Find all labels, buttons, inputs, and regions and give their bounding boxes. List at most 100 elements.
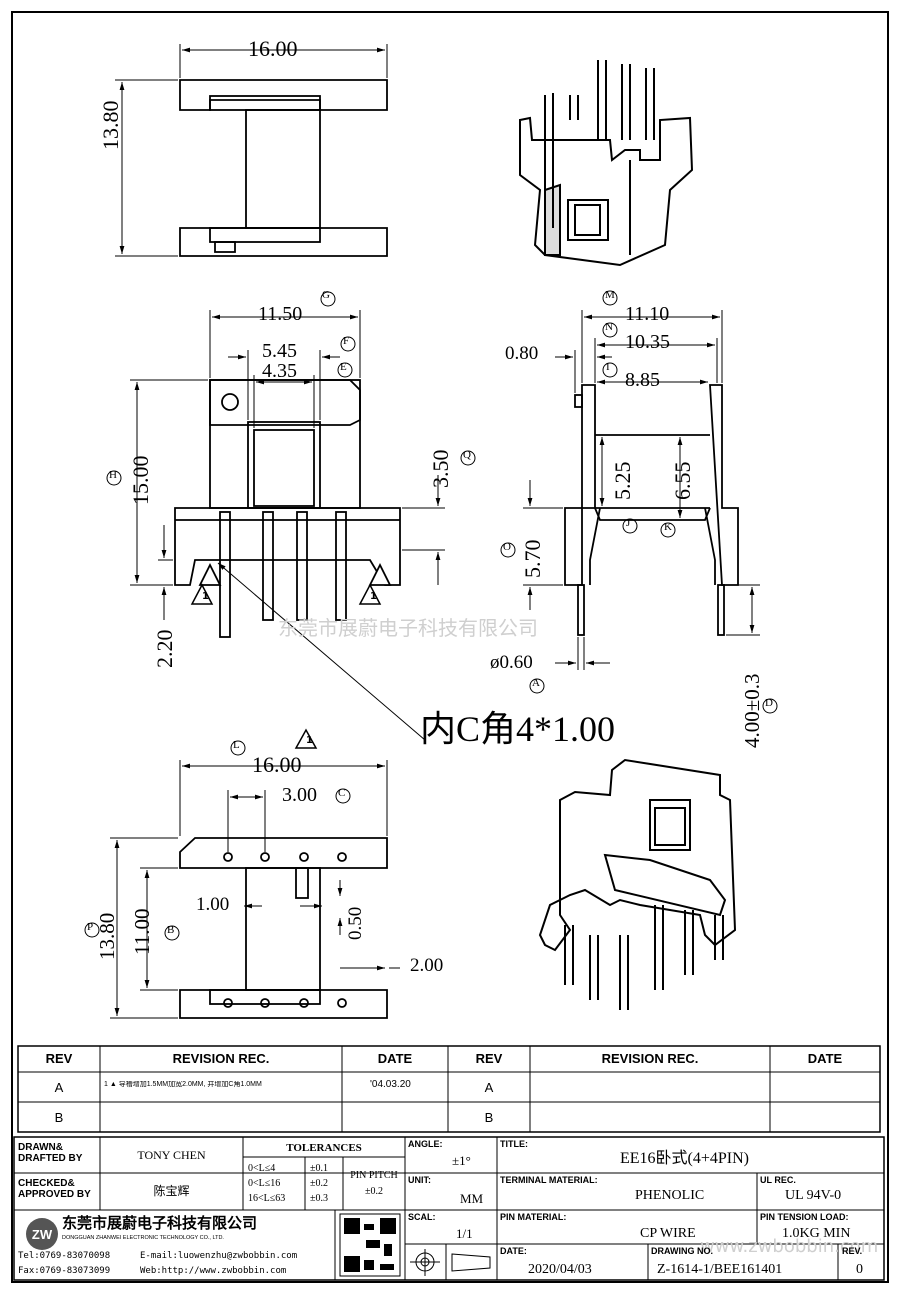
ul-rec-label: UL REC.: [760, 1175, 796, 1185]
company-name-cn: 东莞市展蔚电子科技有限公司: [62, 1215, 258, 1232]
dim-bottom-inner-mark: B: [167, 924, 175, 936]
checked-value: 陈宝辉: [153, 1184, 190, 1198]
watermark-company: 东莞市展蔚电子科技有限公司: [278, 616, 538, 640]
dim-bottom-width-mark: L: [233, 739, 240, 751]
ul-rec-value: UL 94V-0: [785, 1188, 842, 1203]
pin-tension-value: 1.0KG MIN: [782, 1226, 851, 1241]
rev-row-b-rev-right: B: [484, 1110, 494, 1125]
terminal-material-label: TERMINAL MATERIAL:: [500, 1175, 598, 1185]
angle-label: ANGLE:: [408, 1139, 443, 1149]
top-view: [179, 79, 388, 257]
front-view: [174, 379, 401, 638]
rev-row-a-rev: A: [54, 1080, 64, 1095]
title-label: TITLE:: [500, 1139, 528, 1149]
unit-label: UNIT:: [408, 1175, 431, 1185]
dim-front-width: 11.50: [258, 303, 303, 325]
dim-marks: [84, 290, 778, 941]
date-value: 2020/04/03: [528, 1262, 592, 1277]
dim-side-core: 8.85: [625, 369, 660, 391]
title-block-grid: [13, 1136, 885, 1281]
pin-material-label: PIN MATERIAL:: [500, 1212, 567, 1222]
dim-bottom-inner: 11.00: [130, 908, 154, 955]
dim-front-flange: 3.50: [428, 449, 453, 489]
tol-range-2: 0<L≤16: [248, 1178, 281, 1189]
checked-label: CHECKED& APPROVED BY: [18, 1178, 91, 1200]
company-fax: Fax:0769-83073099: [18, 1266, 111, 1276]
rev-header-rec-right: REVISION REC.: [601, 1051, 699, 1066]
rev-header-rev-left: REV: [45, 1051, 73, 1066]
dim-pin-pitch: 3.00: [282, 784, 317, 806]
dim-side-width: 11.10: [625, 303, 670, 325]
dim-side-width-mark: M: [605, 289, 615, 301]
dim-side-core-mark: I: [606, 361, 610, 373]
dim-top-width: 16.00: [248, 36, 298, 61]
dim-side-base: 5.70: [520, 539, 545, 579]
pin-pitch-value: ±0.2: [365, 1186, 383, 1197]
terminal-material-value: PHENOLIC: [635, 1188, 705, 1203]
dim-side-offset: 0.80: [505, 343, 539, 364]
tolerances-label: TOLERANCES: [286, 1142, 362, 1154]
dim-front-height: 15.00: [128, 455, 153, 506]
title-value: EE16卧式(4+4PIN): [620, 1150, 750, 1167]
rev-header-date-right: DATE: [807, 1051, 843, 1066]
dim-pin-len: 4.00±0.3: [740, 673, 764, 748]
rev-row-a-rec: 1 ▲ 导槽增加1.5MM加宽2.0MM, 并增加C角1.0MM: [104, 1081, 262, 1088]
rev-label: REV.: [842, 1246, 863, 1256]
dim-side-h1-mark: J: [626, 517, 631, 529]
chamfer-note: 内C角4*1.00: [420, 709, 616, 749]
dim-bottom-flange: 2.00: [410, 955, 444, 976]
rev-header-rev-right: REV: [475, 1051, 503, 1066]
dim-bottom-height-mark: P: [87, 921, 94, 933]
dim-side-h2: 6.55: [670, 461, 695, 501]
watermark-url: www.zwbobbin.com: [700, 1236, 879, 1257]
bottom-view-dims: [110, 760, 400, 1019]
angle-value: ±1°: [452, 1153, 471, 1168]
dim-side-base-mark: O: [503, 541, 511, 553]
dim-side-h1: 5.25: [610, 461, 635, 501]
rev-header-date-left: DATE: [377, 1051, 413, 1066]
front-view-dims: [130, 310, 445, 741]
scale-label: SCAL:: [408, 1212, 436, 1222]
rev-header-rec-left: REVISION REC.: [172, 1051, 270, 1066]
dim-pin-pitch-mark: C: [338, 787, 346, 799]
dim-top-height: 13.80: [98, 100, 123, 151]
scale-value: 1/1: [456, 1226, 473, 1241]
dim-front-pin-len: 2.20: [152, 629, 177, 669]
dim-front-slot-outer: 5.45: [262, 340, 297, 362]
flag-mark-3: 1: [306, 735, 313, 746]
company-tel: Tel:0769-83070098: [18, 1251, 111, 1261]
unit-value: MM: [460, 1191, 484, 1206]
iso-view-1: [519, 60, 694, 267]
svg-text:ZW: ZW: [32, 1227, 53, 1242]
dim-bottom-slot: 1.00: [196, 894, 230, 915]
pin-tension-label: PIN TENSION LOAD:: [760, 1212, 849, 1222]
company-email: E-mail:luowenzhu@zwbobbin.com: [140, 1251, 298, 1261]
dim-front-slot-inner: 4.35: [262, 360, 297, 382]
pin-pitch-label: PIN PITCH: [350, 1170, 398, 1181]
dim-side-inner-mark: N: [605, 321, 613, 333]
rev-value: 0: [856, 1262, 863, 1277]
tol-value-2: ±0.2: [310, 1178, 328, 1189]
drawing-no-value: Z-1614-1/BEE161401: [657, 1262, 783, 1277]
dim-front-width-mark: G: [322, 289, 330, 301]
drawn-label: DRAWN& DRAFTED BY: [18, 1142, 83, 1164]
drawing-no-label: DRAWING NO.: [651, 1246, 713, 1256]
drawn-value: TONY CHEN: [137, 1148, 206, 1162]
rev-row-a-rev-right: A: [484, 1080, 494, 1095]
dim-bottom-gap: 0.50: [345, 906, 366, 940]
side-view-dims: [523, 310, 760, 670]
sheet-border: [11, 11, 889, 1283]
tol-value-1: ±0.1: [310, 1163, 328, 1174]
company-web: Web:http://www.zwbobbin.com: [140, 1266, 287, 1276]
dim-front-flange-mark: Q: [463, 449, 471, 461]
rev-row-b-rev: B: [54, 1110, 64, 1125]
dim-front-slot-outer-mark: F: [343, 335, 350, 347]
dim-pin-dia: ø0.60: [490, 652, 533, 673]
iso-view-2: [538, 758, 737, 1010]
dim-bottom-height: 13.80: [95, 912, 119, 960]
dim-pin-len-mark: D: [765, 697, 773, 709]
dim-side-inner: 10.35: [625, 331, 670, 353]
dim-pin-dia-mark: A: [532, 677, 540, 689]
dim-front-height-mark: H: [109, 469, 117, 481]
